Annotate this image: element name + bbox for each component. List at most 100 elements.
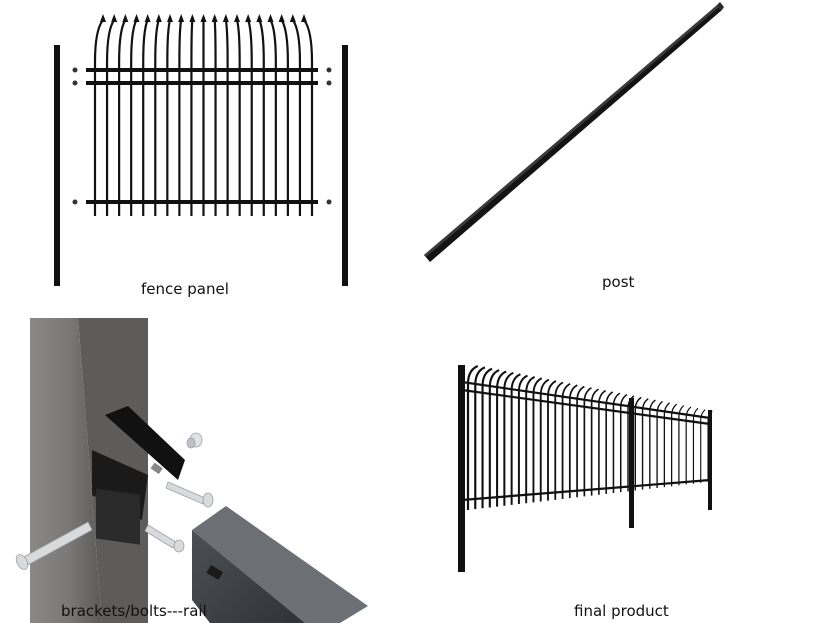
panel-picket: [130, 19, 138, 216]
panel-right-post: [342, 45, 348, 286]
final-picket: [707, 410, 713, 482]
panel-picket-tip: [256, 14, 263, 22]
panel-picket-tip: [234, 14, 240, 22]
final-picket: [700, 409, 706, 483]
panel-picket-tip: [111, 14, 118, 22]
hardware-caption: brackets/bolts---rail: [61, 602, 207, 620]
post-illustration: post: [400, 0, 814, 300]
final-post-left: [458, 365, 465, 572]
rivet: [144, 524, 185, 553]
final-rail-top-1: [461, 380, 711, 420]
panel-picket: [235, 19, 241, 216]
panel-picket-tip: [178, 14, 185, 22]
final-picket: [554, 381, 564, 500]
final-picket: [568, 384, 578, 499]
panel-picket: [291, 19, 302, 216]
panel-picket: [280, 19, 289, 216]
final-picket: [474, 366, 486, 510]
final-picket: [525, 376, 536, 504]
panel-picket-tip: [222, 14, 229, 22]
final-picket: [598, 389, 607, 495]
panel-picket-tip: [167, 14, 173, 22]
panel-picket-tip: [100, 14, 106, 22]
final-picket: [532, 377, 543, 503]
final-picket: [692, 407, 699, 484]
final-rail-bottom: [461, 478, 711, 502]
final-picket: [656, 400, 663, 488]
final-picket: [466, 364, 479, 510]
final-picket: [605, 391, 614, 494]
panel-picket-tip: [301, 14, 307, 22]
panel-picket-tip: [144, 14, 151, 22]
bracket-hole: [150, 462, 163, 475]
final-picket: [488, 369, 500, 508]
panel-bolt: [326, 199, 332, 205]
panel-picket: [258, 19, 265, 216]
panel-picket-tip: [211, 14, 218, 22]
final-picket: [510, 373, 521, 505]
panel-bolt: [72, 67, 78, 73]
panel-picket-tip: [200, 14, 207, 22]
final-picket: [517, 374, 528, 505]
post-caption: post: [602, 273, 635, 291]
fence-panel-illustration: fence panel: [0, 0, 400, 300]
final-picket: [627, 395, 635, 492]
panel-picket: [142, 19, 149, 216]
panel-picket-tip: [245, 14, 252, 22]
panel-picket: [224, 19, 229, 216]
post-bar-edge: [424, 6, 718, 257]
final-picket: [547, 380, 557, 501]
final-picket: [678, 405, 685, 486]
panel-picket: [269, 19, 277, 216]
final-post-middle: [629, 398, 634, 528]
post-bar: [424, 6, 722, 262]
panel-picket: [154, 19, 160, 216]
final-picket: [539, 378, 550, 502]
final-post-right: [708, 410, 712, 510]
panel-picket: [213, 19, 217, 216]
panel-picket: [190, 19, 194, 216]
panel-bolt: [72, 199, 78, 205]
panel-picket-tip: [122, 14, 129, 22]
panel-picket: [247, 19, 253, 216]
panel-top-rail-2: [86, 81, 318, 85]
bracket-plate: [105, 406, 185, 480]
panel-picket-tip: [289, 14, 296, 22]
long-bolt: [15, 521, 93, 570]
final-picket: [561, 382, 571, 499]
panel-bolt: [326, 67, 332, 73]
panel-picket: [166, 19, 172, 216]
post-top-cap: [716, 2, 724, 10]
panel-top-rail-1: [86, 68, 318, 72]
panel-picket-tip: [189, 14, 196, 22]
short-bolt: [165, 481, 214, 508]
rail-front: [192, 506, 305, 623]
panel-picket: [105, 19, 116, 216]
panel-picket: [303, 19, 314, 216]
panel-bottom-rail: [86, 200, 318, 204]
panel-picket-tip: [155, 14, 162, 22]
final-picket: [583, 387, 592, 497]
hardware-illustration: brackets/bolts---rail: [0, 310, 400, 623]
rail-top: [192, 506, 368, 623]
final-picket: [634, 396, 642, 491]
panel-picket: [178, 19, 183, 216]
rail-slot: [206, 565, 224, 580]
final-picket: [619, 394, 628, 493]
final-picket: [641, 398, 649, 490]
nut: [186, 432, 203, 449]
final-picket: [496, 370, 507, 507]
final-picket: [590, 388, 599, 496]
final-product-illustration: final product: [400, 310, 814, 623]
final-picket: [481, 367, 493, 509]
panel-picket: [118, 19, 127, 216]
panel-bolt: [326, 80, 332, 86]
final-product-caption: final product: [574, 602, 669, 620]
panel-picket: [93, 19, 104, 216]
final-picket: [685, 406, 692, 485]
panel-left-post: [54, 45, 60, 286]
final-picket: [671, 403, 678, 487]
final-picket: [612, 392, 621, 494]
final-picket: [663, 402, 670, 488]
panel-bolt: [72, 80, 78, 86]
